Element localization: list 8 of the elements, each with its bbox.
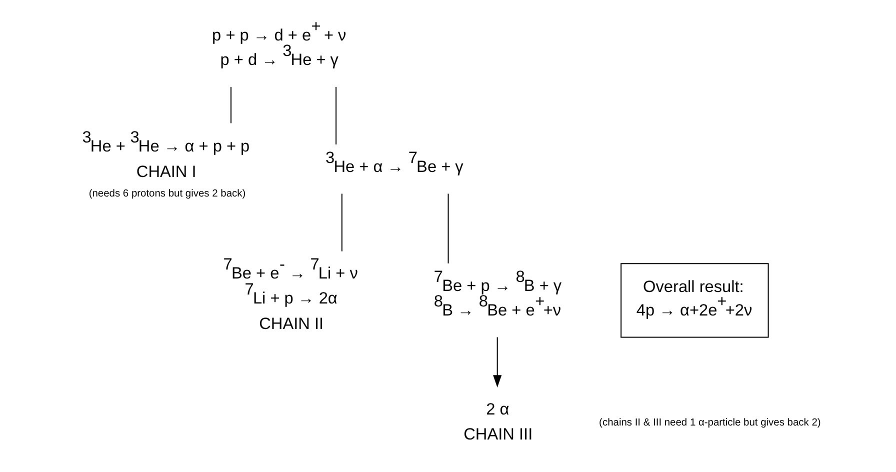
connector (341, 193, 342, 251)
connector (336, 86, 337, 144)
label: (chains II & III need 1 α-particle but gives back 2) (599, 417, 821, 428)
arrow (493, 336, 502, 387)
node-label: (needs 6 protons but gives 2 back) (88, 188, 246, 200)
connector (230, 86, 232, 123)
node-text: 2 α CHAIN III (464, 400, 533, 443)
connector (448, 193, 449, 263)
